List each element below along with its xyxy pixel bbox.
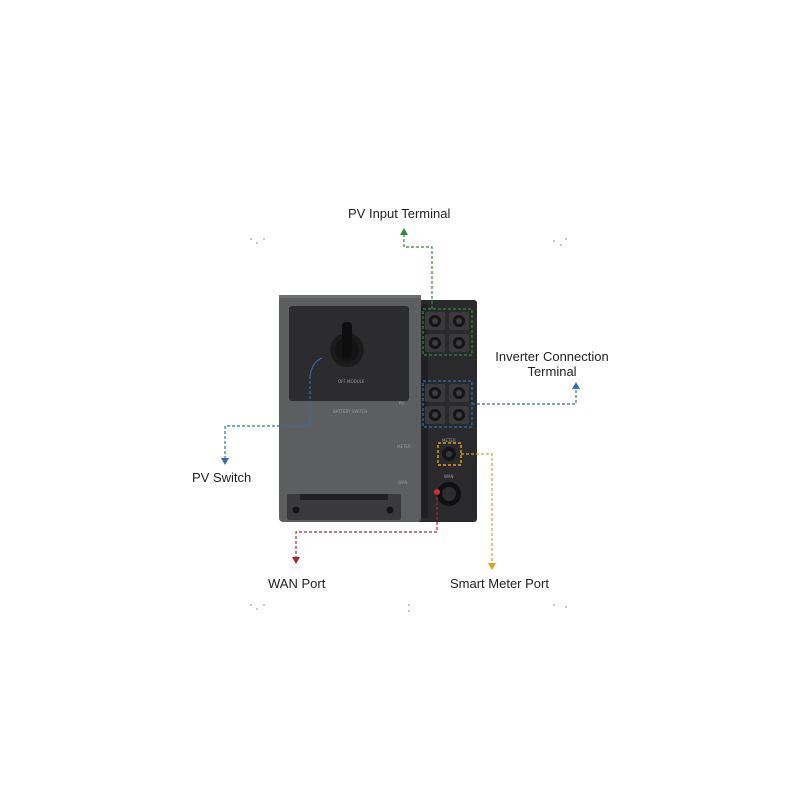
decorative-dots [250, 238, 567, 612]
side-label-pv: PV [399, 401, 404, 406]
smart-meter-port-label-text: Smart Meter Port [450, 576, 549, 591]
panel-caption: BATTERY SWITCH [333, 409, 367, 414]
arrow-wan [292, 557, 300, 564]
inverter-connection-terminal-label: Inverter Connection Terminal [482, 349, 622, 379]
inverter-body: OFF MODULE BATTERY SWITCH PV METER WAN [279, 295, 421, 522]
dial-caption: OFF MODULE [338, 379, 365, 384]
leader-meter [461, 453, 493, 564]
pv-switch-label: PV Switch [192, 470, 252, 485]
pv-input-terminal-label: PV Input Terminal [348, 206, 451, 221]
pv-input-highlight [422, 308, 473, 356]
inverter-connection-terminals [425, 384, 469, 424]
leader-pv-switch [224, 376, 311, 459]
leader-inverter [472, 388, 577, 405]
inverter-label-line2: Terminal [527, 364, 577, 379]
side-label-wan: WAN [398, 480, 407, 485]
leader-pv-input [403, 234, 433, 309]
meter-highlight [437, 442, 462, 466]
meter-port-label: METER [442, 438, 456, 443]
smart-meter-port: METER [442, 438, 456, 461]
connector-block: METER WAN [415, 300, 477, 522]
pv-switch-dial: OFF MODULE [309, 322, 365, 384]
arrow-pv-input [400, 228, 408, 235]
wan-port: WAN [434, 474, 461, 506]
arrow-meter [488, 563, 496, 570]
arrow-inverter [572, 382, 580, 389]
wan-port-label: WAN [444, 474, 453, 479]
wan-port-label-text: WAN Port [268, 576, 326, 591]
leader-wan [295, 492, 438, 558]
inverter-label-line1: Inverter Connection [495, 349, 609, 364]
pv-input-terminals [425, 312, 469, 352]
side-label-meter: METER [397, 444, 411, 449]
arrow-pv-switch [221, 458, 229, 465]
